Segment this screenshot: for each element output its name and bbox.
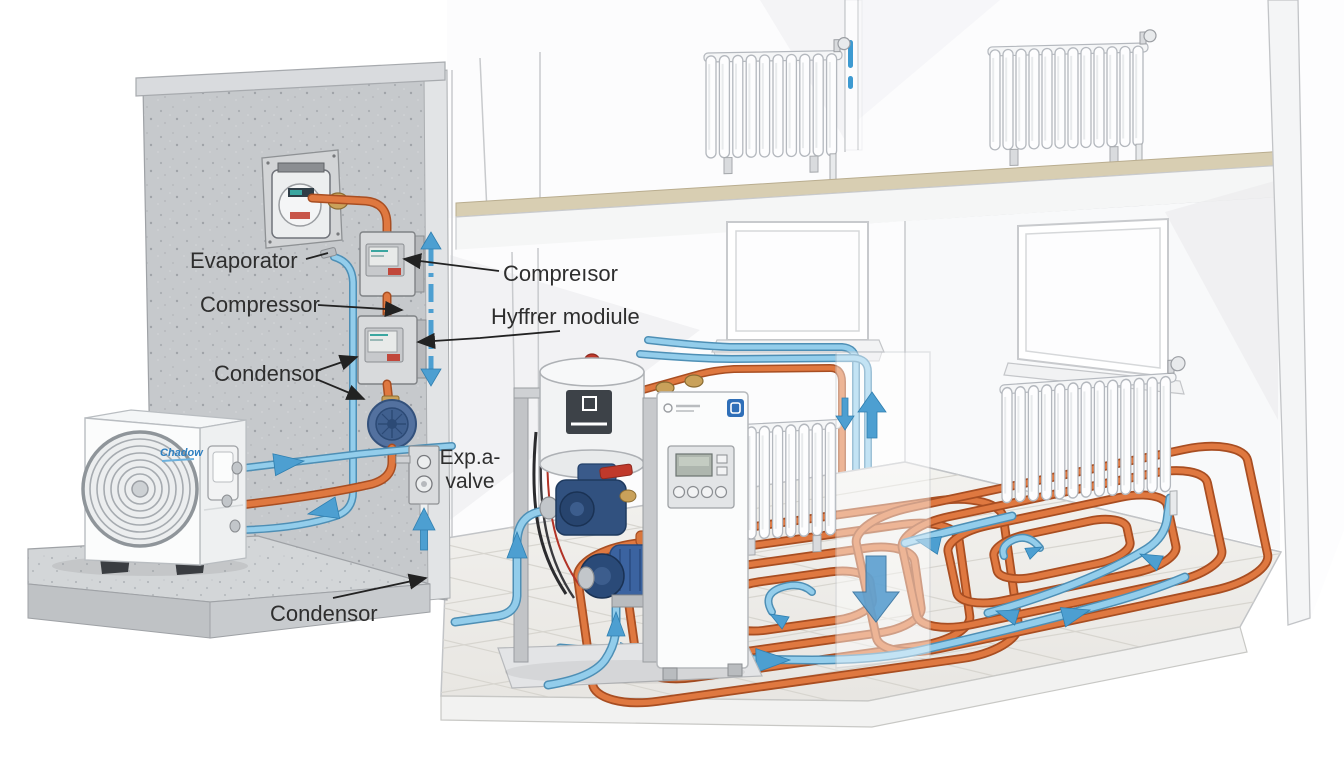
wall-cap bbox=[135, 61, 446, 97]
panel-button bbox=[700, 485, 714, 499]
label-compresor-right: Compreısor bbox=[503, 261, 618, 286]
annotations: Evaporator Compressor Condensor Compreıs… bbox=[190, 248, 640, 626]
label-condensor: Condensor bbox=[214, 361, 322, 386]
flow-arrow-right bbox=[306, 496, 341, 519]
label-expansion-valve-1: Exp.a- bbox=[440, 446, 501, 469]
expansion-valve bbox=[395, 445, 440, 519]
radiator-upstairs-right bbox=[987, 29, 1157, 173]
control-cabinet bbox=[642, 391, 749, 681]
flow-arrow-down-left bbox=[994, 609, 1020, 626]
brand-badge bbox=[727, 399, 744, 417]
flow-arrow-up bbox=[606, 610, 626, 637]
riser-arrow-down bbox=[835, 397, 855, 431]
wall-equipment bbox=[227, 149, 456, 551]
flow-arrow-right bbox=[272, 453, 306, 477]
expansion-tank bbox=[539, 353, 645, 479]
box-display bbox=[367, 330, 398, 353]
panel-button bbox=[716, 466, 728, 476]
flow-arrow-left bbox=[914, 536, 942, 555]
panel-button bbox=[716, 454, 728, 464]
pump-lever bbox=[599, 463, 633, 480]
outdoor-area: Chadow bbox=[27, 409, 431, 639]
window-right bbox=[1003, 217, 1185, 395]
label-expansion-valve-2: valve bbox=[445, 470, 494, 493]
radiator-drain bbox=[1169, 490, 1178, 516]
brand-logo bbox=[663, 403, 673, 413]
compressor-box-lower bbox=[357, 315, 427, 385]
riser-arrow-up bbox=[857, 391, 887, 439]
flow-arrow-right bbox=[1059, 607, 1092, 628]
flow-arrow-up bbox=[506, 530, 528, 559]
panel-button bbox=[714, 485, 728, 499]
radiator-upstairs-left bbox=[703, 36, 851, 185]
panel-button bbox=[672, 485, 686, 499]
pipe-coupler bbox=[684, 374, 704, 388]
flow-arrow-coil-left bbox=[769, 613, 790, 630]
heat-pump-outdoor-unit: Chadow bbox=[81, 409, 247, 575]
glass-panel bbox=[835, 351, 931, 669]
radiator-right-wall bbox=[999, 356, 1186, 516]
right-exterior-wall bbox=[1267, 0, 1344, 626]
vertical-flow-double-arrow bbox=[420, 231, 442, 387]
hydraulic-module bbox=[450, 353, 763, 690]
compressor-box-upper bbox=[359, 231, 425, 297]
label-hydraulic-module: Hyffrer modiule bbox=[491, 304, 640, 329]
upper-glass-partition bbox=[844, 0, 863, 151]
control-panel bbox=[667, 445, 735, 509]
label-condensor-bottom: Condensor bbox=[270, 601, 378, 626]
label-compressor: Compressor bbox=[200, 292, 320, 317]
flow-arrow-down-large bbox=[851, 555, 901, 623]
window-center bbox=[711, 221, 885, 362]
brand-logo-text: Chadow bbox=[160, 447, 204, 459]
circulation-pump-1 bbox=[539, 463, 637, 536]
riser-dashed-line bbox=[848, 40, 853, 89]
valve-flow-arrow-up bbox=[412, 507, 436, 551]
flow-arrow-right bbox=[755, 648, 792, 674]
flow-arrow-down-left bbox=[1138, 553, 1164, 572]
flow-arrow-coil-right bbox=[1024, 546, 1044, 560]
label-evaporator: Evaporator bbox=[190, 248, 298, 273]
panel-button bbox=[686, 485, 700, 499]
condensor-device bbox=[367, 399, 417, 449]
